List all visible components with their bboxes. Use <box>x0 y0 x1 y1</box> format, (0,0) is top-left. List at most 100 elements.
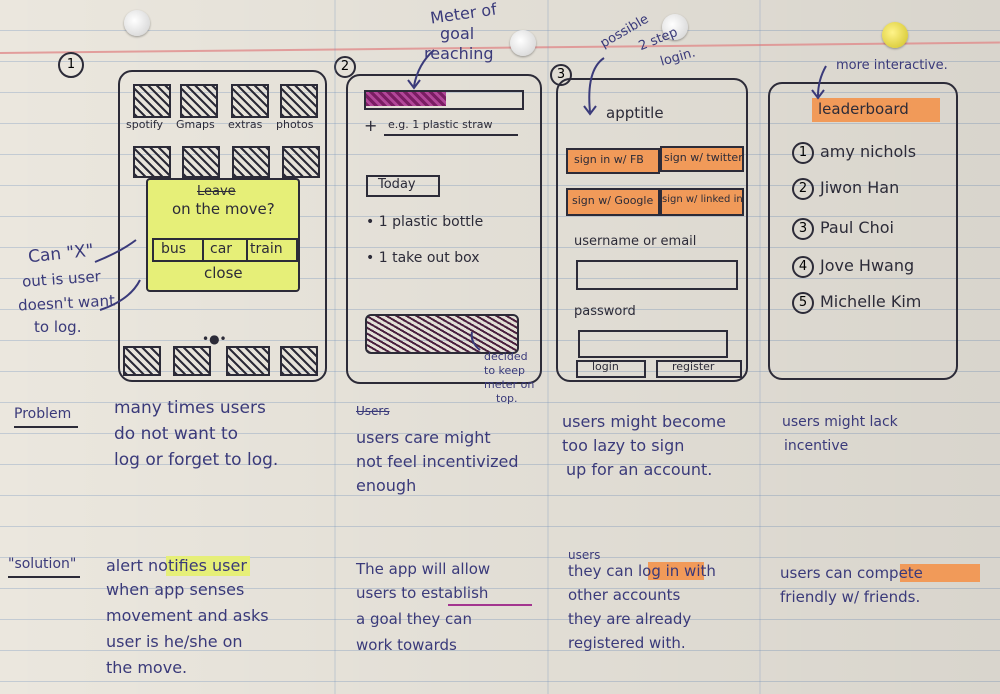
phone-frame-2 <box>346 74 542 384</box>
problem-text-line: many times users <box>114 398 266 418</box>
popup-close-button[interactable]: close <box>204 264 243 282</box>
button-label: sign w/ twitter <box>664 151 743 164</box>
leaderboard-entry: Jove Hwang <box>820 256 915 275</box>
dock-icon <box>123 346 161 376</box>
note-line: to keep <box>484 364 526 377</box>
problem-label: Problem <box>14 406 72 422</box>
rank-badge: 2 <box>792 178 814 200</box>
solution-text-line: they are already <box>568 610 692 628</box>
highlight <box>900 564 980 582</box>
pushpin-icon <box>124 10 150 36</box>
list-item: • 1 plastic bottle <box>366 214 484 230</box>
sign-in-google-button[interactable] <box>566 188 660 216</box>
app-icon <box>282 146 320 178</box>
input-underline <box>384 134 518 136</box>
problem-text-line: incentive <box>784 438 849 454</box>
button-label: sign w/ Google <box>572 194 654 207</box>
dock-icon <box>280 346 318 376</box>
leaderboard-entry: Jiwon Han <box>820 178 900 197</box>
side-note-line: to log. <box>34 318 82 336</box>
note-line: decided <box>484 350 528 363</box>
solution-text-line: user is he/she on <box>106 632 243 651</box>
option-label: bus <box>161 241 187 257</box>
leaderboard-entry: amy nichols <box>820 142 917 161</box>
add-icon[interactable]: + <box>364 116 378 135</box>
login-button-label: login <box>592 360 619 373</box>
option-label: train <box>250 241 283 257</box>
app-icon <box>231 84 269 118</box>
popup-title: on the move? <box>172 200 275 218</box>
solution-text-line: users <box>568 548 601 562</box>
option-label: car <box>210 241 233 257</box>
scribbled-meter <box>365 314 519 354</box>
solution-text-line: movement and asks <box>106 606 269 625</box>
login-button[interactable] <box>576 360 646 378</box>
frame-number-1: 1 <box>58 52 84 78</box>
problem-text-line: do not want to <box>114 424 239 444</box>
sign-in-linkedin-button[interactable] <box>660 188 744 216</box>
highlight <box>166 556 250 576</box>
app-icon <box>133 84 171 118</box>
solution-text-line: friendly w/ friends. <box>780 588 921 606</box>
problem-text-line: enough <box>356 476 417 495</box>
username-label: username or email <box>574 234 697 249</box>
leaderboard-highlight <box>812 98 940 122</box>
frame-number-2: 2 <box>334 56 356 78</box>
solution-text-line: work towards <box>356 636 457 654</box>
solution-text-line: alert notifies user <box>106 556 247 575</box>
phone-frame-1 <box>118 70 327 382</box>
solution-label: "solution" <box>8 556 77 572</box>
app-icon <box>182 146 220 178</box>
problem-text-line: up for an account. <box>566 460 713 479</box>
list-item: • 1 take out box <box>366 250 480 266</box>
app-title: apptitle <box>606 104 664 122</box>
app-label: extras <box>228 118 263 131</box>
dock-icon <box>173 346 211 376</box>
note-line: goal <box>440 24 475 43</box>
phone-frame-4 <box>768 82 958 380</box>
sign-in-twitter-button[interactable] <box>660 146 744 172</box>
button-label: sign in w/ FB <box>574 153 644 166</box>
solution-text-line: the move. <box>106 658 188 677</box>
rank-badge: 3 <box>792 218 814 240</box>
password-label: password <box>574 304 636 319</box>
note-line: reaching <box>424 44 494 63</box>
username-input[interactable] <box>576 260 738 290</box>
password-input[interactable] <box>578 330 728 358</box>
leaderboard-entry: Paul Choi <box>820 218 894 237</box>
label-underline <box>8 576 80 578</box>
problem-text-line: log or forget to log. <box>114 450 279 470</box>
problem-text-line: users might become <box>562 412 727 431</box>
rank-badge: 5 <box>792 292 814 314</box>
pushpin-icon <box>510 30 536 56</box>
button-label: sign w/ linked in <box>662 194 743 205</box>
today-label: Today <box>378 177 416 192</box>
app-label: spotify <box>126 118 164 131</box>
app-icon <box>133 146 171 178</box>
note-line: top. <box>496 392 518 405</box>
popup-title-struck: Leave <box>197 184 236 199</box>
add-item-input[interactable]: e.g. 1 plastic straw <box>388 118 493 131</box>
rank-badge: 4 <box>792 256 814 278</box>
pushpin-icon <box>662 14 688 40</box>
sign-in-facebook-button[interactable] <box>566 148 660 174</box>
today-tab[interactable] <box>366 175 440 197</box>
option-train-button[interactable] <box>246 238 298 262</box>
register-button[interactable] <box>656 360 742 378</box>
leaderboard-entry: Michelle Kim <box>820 292 922 311</box>
app-icon <box>180 84 218 118</box>
phone-frame-3 <box>556 78 748 382</box>
solution-text-line: registered with. <box>568 634 686 652</box>
note-line: more interactive. <box>836 58 948 73</box>
app-icon <box>280 84 318 118</box>
problem-text-line: users might lack <box>782 414 898 430</box>
solution-text-line: users to establish <box>356 584 489 602</box>
app-label: photos <box>276 118 314 131</box>
popup-dialog <box>146 178 300 292</box>
rank-badge: 1 <box>792 142 814 164</box>
problem-text-line: users care might <box>356 428 491 447</box>
pushpin-icon <box>882 22 908 48</box>
solution-text-line: other accounts <box>568 586 681 604</box>
goal-meter-fill <box>366 92 446 106</box>
